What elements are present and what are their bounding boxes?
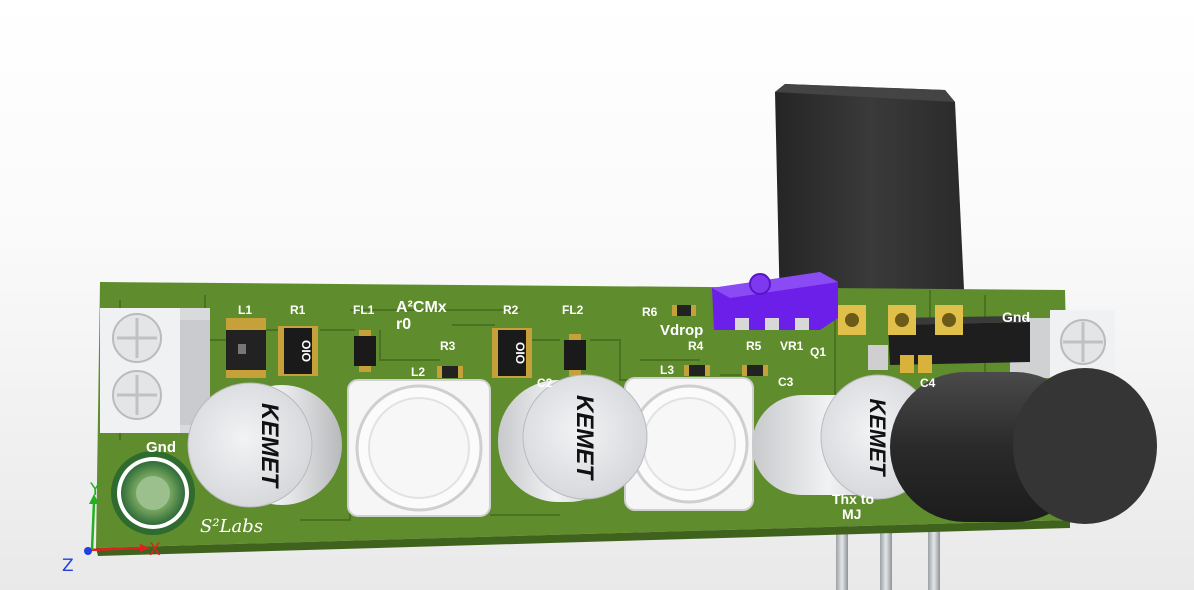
power-inductor-l3 <box>624 377 754 511</box>
board-revision: r0 <box>396 316 411 333</box>
x-axis-line <box>87 546 141 552</box>
capacitor-c1: KEMET <box>187 382 342 508</box>
capacitor-c2-brand: KEMET <box>571 395 598 481</box>
trimmer-vr1 <box>712 272 838 330</box>
q1-pads <box>838 305 963 373</box>
heatsink <box>775 84 965 312</box>
resistor-r2: OIO <box>492 328 532 378</box>
resistor-r1-marking: OIO <box>299 340 313 362</box>
ref-R6: R6 <box>642 305 658 319</box>
power-inductor-l2 <box>347 379 491 517</box>
silkscreen: A²CMx r0 Vdrop Gnd Gnd Thx to MJ L1 R1 F… <box>146 299 1030 522</box>
s2labs-logo: S²Labs <box>197 512 281 538</box>
ref-C2: C2 <box>537 376 553 390</box>
ref-FL1: FL1 <box>353 303 375 317</box>
ref-R2: R2 <box>503 303 519 317</box>
ground-pad <box>111 451 195 535</box>
x-axis-label: X <box>149 540 161 560</box>
ref-R4: R4 <box>688 339 704 353</box>
inductor-l1 <box>226 318 266 378</box>
y-axis-line <box>90 501 96 551</box>
gnd-right-label: Gnd <box>1002 309 1030 325</box>
ref-VR1: VR1 <box>780 339 804 353</box>
ref-L2: L2 <box>411 365 425 379</box>
ref-L3: L3 <box>660 363 674 377</box>
ferrite-fl2 <box>564 334 586 376</box>
board-title: A²CMx <box>396 299 447 316</box>
thanks-line2: MJ <box>842 506 861 522</box>
ref-C3: C3 <box>778 375 794 389</box>
small-smd-parts <box>437 305 768 378</box>
left-screw-terminal <box>100 308 210 433</box>
right-screw-terminal <box>1010 310 1115 380</box>
vdrop-label: Vdrop <box>660 322 703 339</box>
capacitor-c1-brand: KEMET <box>256 403 283 489</box>
capacitor-c3-brand: KEMET <box>865 399 890 478</box>
z-axis-label: Z <box>62 556 74 576</box>
capacitor-c2: KEMET <box>498 374 648 502</box>
ref-C4: C4 <box>920 376 936 390</box>
ref-FL2: FL2 <box>562 303 584 317</box>
ferrite-fl1 <box>354 330 376 372</box>
y-axis-label: Y <box>89 480 101 500</box>
ref-L1: L1 <box>238 303 252 317</box>
ref-R5: R5 <box>746 339 762 353</box>
svg-text:S²Labs: S²Labs <box>200 516 263 537</box>
capacitor-c4 <box>890 368 1157 524</box>
transistor-legs <box>836 520 940 590</box>
gnd-left-label: Gnd <box>146 439 176 456</box>
resistor-r1: OIO <box>278 326 318 376</box>
ref-R3: R3 <box>440 339 456 353</box>
ref-Q1: Q1 <box>810 345 826 359</box>
axis-triad: X Y Z <box>62 480 161 576</box>
thanks-line1: Thx to <box>832 491 874 507</box>
ref-R1: R1 <box>290 303 306 317</box>
resistor-r2-marking: OIO <box>513 342 527 364</box>
